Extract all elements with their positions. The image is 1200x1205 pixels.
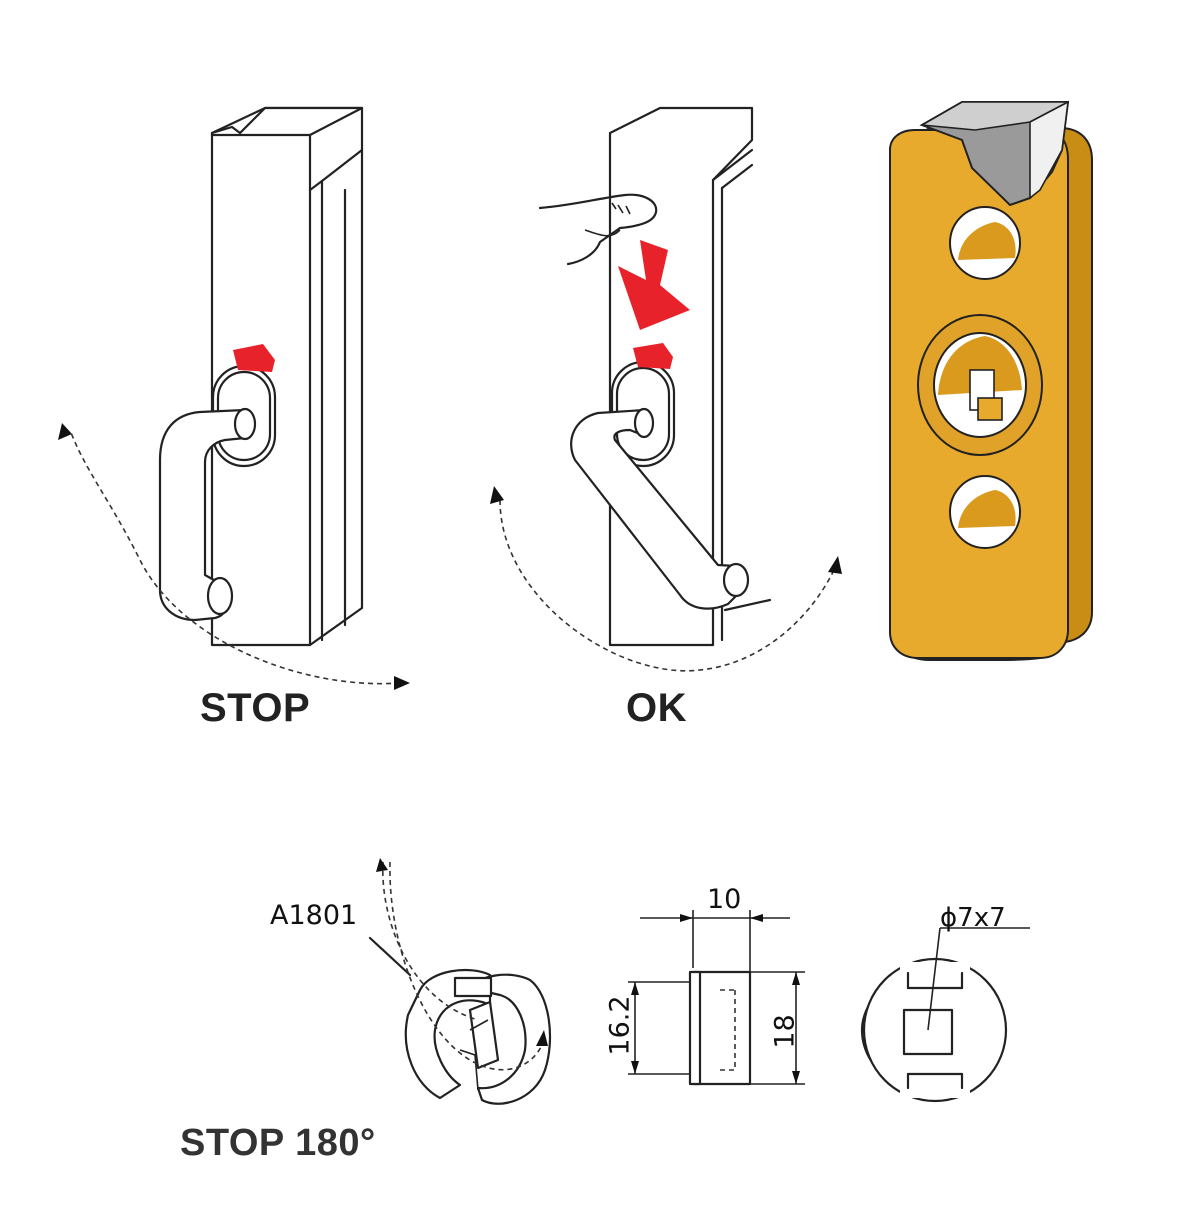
pressing-finger-icon [538,193,658,266]
door-handle-center [570,407,750,610]
a1801-part-drawing [368,858,552,1105]
dimension-outer-height: 18 [769,1014,801,1049]
lock-button-red-pressed [633,343,673,369]
label-ok: OK [626,686,687,730]
label-stop: STOP [200,686,311,730]
down-arrow-shape [618,240,690,330]
stop-panel [58,106,410,690]
front-view-drawing [860,927,1030,1103]
section-drawing [628,910,805,1086]
rotation-arrow-left [58,423,410,690]
ok-panel [490,106,842,672]
down-arrow-icon [618,240,690,330]
window-profile-left [210,106,364,647]
door-handle-left [158,407,257,622]
leader-line [368,936,412,977]
dimension-square-hole: ϕ7x7 [940,903,1006,933]
dimension-width: 10 [707,884,742,915]
label-part-code: A1801 [270,900,358,931]
lock-button-red [233,344,275,372]
label-stop-180: STOP 180° [180,1122,376,1164]
gold-lock-plate [889,100,1093,661]
rotation-arrow-center [490,486,842,672]
dimension-inner-height: 16.2 [604,995,636,1056]
